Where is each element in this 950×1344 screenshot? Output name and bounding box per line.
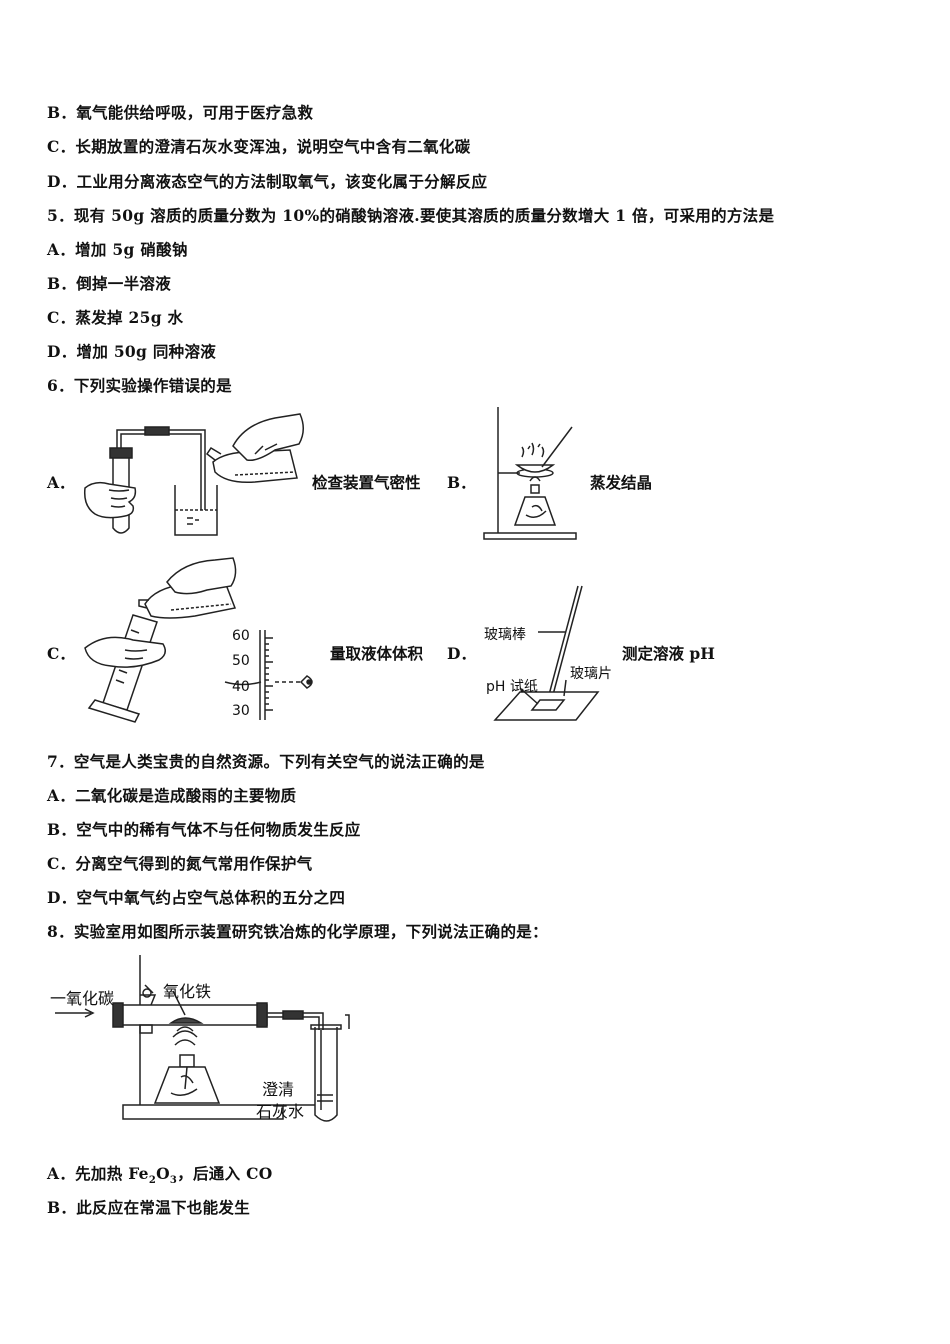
q5-option-a: A．增加 5g 硝酸钠: [47, 240, 188, 259]
q7-option-a: A．二氧化碳是造成酸雨的主要物质: [47, 786, 297, 805]
q6-a-airtightness-figure: [83, 413, 304, 536]
q6-d-label-glass-plate: 玻璃片: [570, 666, 612, 682]
q6-option-d-caption: 测定溶液 pH: [622, 644, 715, 663]
q6-option-b-letter: B．: [447, 473, 476, 492]
q7-option-b: B．空气中的稀有气体不与任何物质发生反应: [47, 820, 361, 839]
q6-stem: 6．下列实验操作错误的是: [47, 376, 232, 395]
q4-option-c: C．长期放置的澄清石灰水变浑浊，说明空气中含有二氧化碳: [47, 137, 471, 156]
q6-option-c-letter: C．: [47, 644, 75, 663]
q8-option-a: A．先加热 Fe2O3，后通入 CO: [47, 1164, 273, 1187]
q5-option-b: B．倒掉一半溶液: [47, 274, 172, 293]
scale-tick-50: 50: [232, 653, 250, 669]
q6-option-b-caption: 蒸发结晶: [590, 473, 653, 492]
q8-option-b: B．此反应在常温下也能发生: [47, 1198, 251, 1217]
q8-stem: 8．实验室用如图所示装置研究铁冶炼的化学原理，下列说法正确的是：: [47, 922, 548, 941]
q8-iron-smelting-figure: [55, 955, 350, 1122]
q6-d-label-ph-paper: pH 试纸: [486, 679, 538, 695]
q8-label-iron-oxide: 氧化铁: [163, 982, 212, 1001]
q6-option-a-letter: A．: [47, 473, 75, 492]
q8-label-limewater-line2: 石灰水: [256, 1102, 305, 1121]
q6-b-evaporation-figure: [483, 407, 577, 540]
q7-stem: 7．空气是人类宝贵的自然资源。下列有关空气的说法正确的是: [47, 752, 485, 771]
q5-option-d: D．增加 50g 同种溶液: [47, 342, 217, 361]
q5-option-c: C．蒸发掉 25g 水: [47, 308, 184, 327]
q8-label-carbon-monoxide: 一氧化碳: [50, 989, 115, 1008]
scale-tick-30: 30: [232, 703, 250, 719]
q4-option-b: B．氧气能供给呼吸，可用于医疗急救: [47, 103, 314, 122]
q6-d-label-glass-rod: 玻璃棒: [484, 627, 526, 643]
scale-tick-40: 40: [232, 679, 250, 695]
q4-option-d: D．工业用分离液态空气的方法制取氧气，该变化属于分解反应: [47, 172, 488, 191]
q6-option-d-letter: D．: [447, 644, 476, 663]
q6-d-ph-figure: [493, 585, 600, 721]
q6-c-cylinder-figure: [84, 557, 313, 723]
q7-option-d: D．空气中氧气约占空气总体积的五分之四: [47, 888, 346, 907]
q5-stem: 5．现有 50g 溶质的质量分数为 10%的硝酸钠溶液.要使其溶质的质量分数增大…: [47, 206, 775, 225]
q6-option-c-caption: 量取液体体积: [330, 644, 424, 663]
q7-option-c: C．分离空气得到的氮气常用作保护气: [47, 854, 313, 873]
scale-tick-60: 60: [232, 628, 250, 644]
q6-option-a-caption: 检查装置气密性: [312, 473, 421, 492]
q8-label-limewater-line1: 澄清: [262, 1080, 295, 1099]
